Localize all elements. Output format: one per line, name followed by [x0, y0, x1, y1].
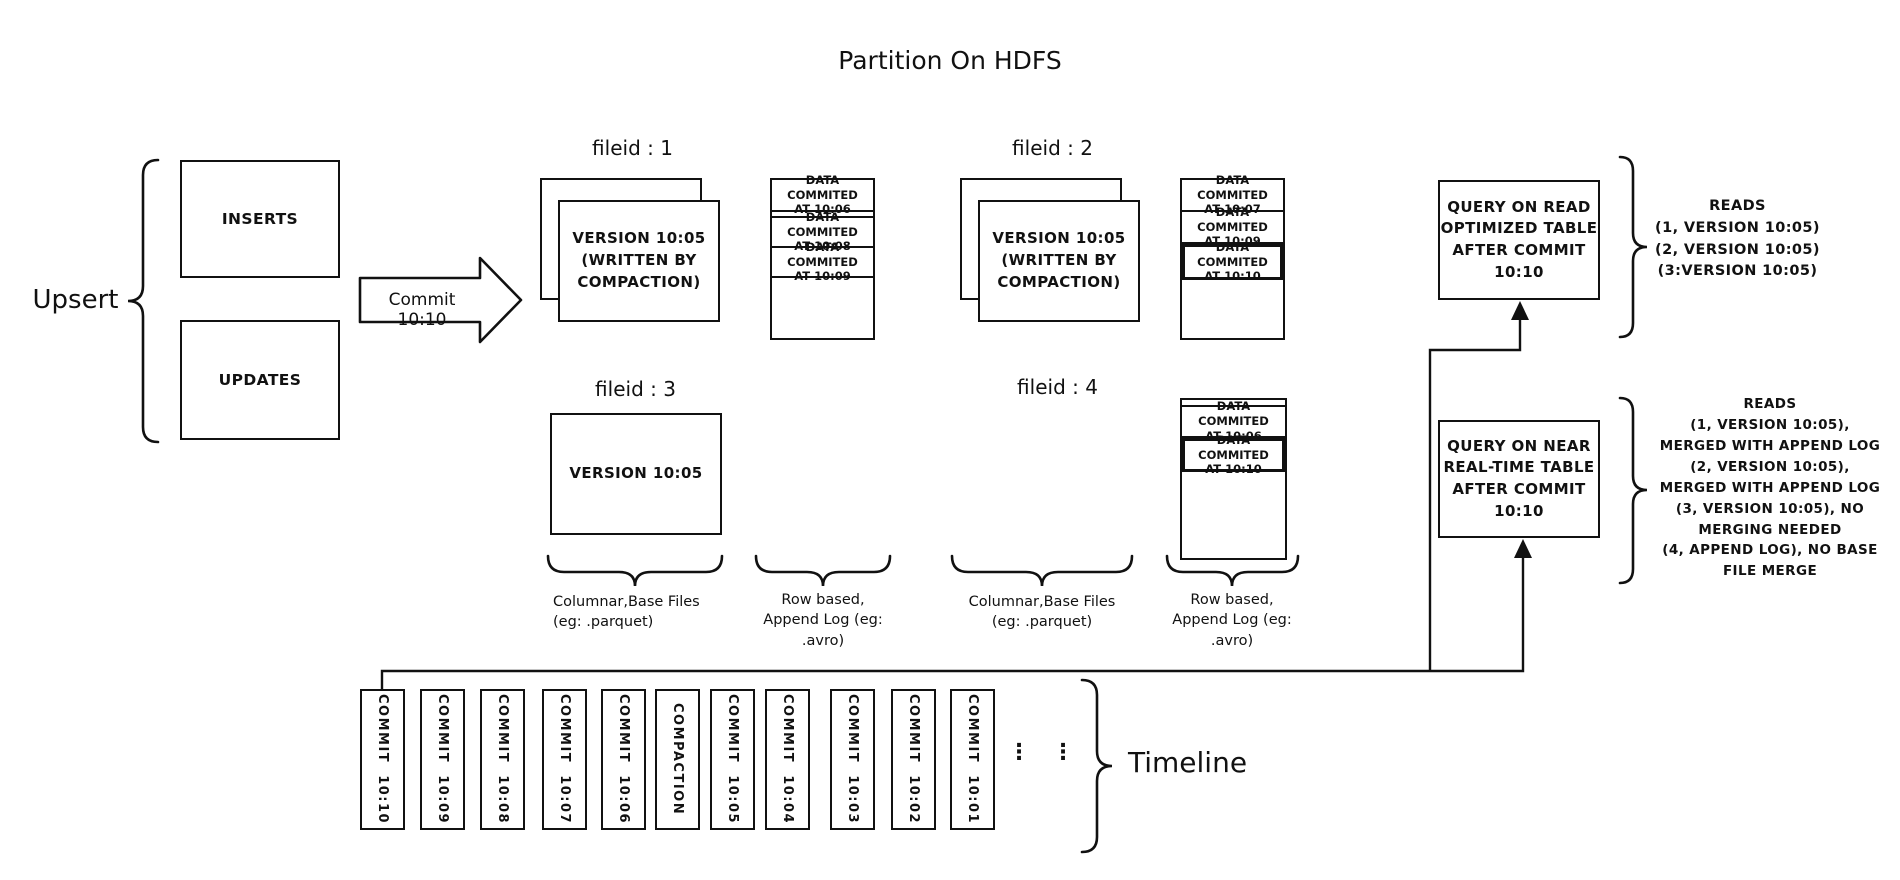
updates-box: UPDATES — [180, 320, 340, 440]
fileid-2-append-log: DATA COMMITED AT 10:07 DATA COMMITED AT … — [1180, 173, 1285, 340]
page-title: Partition On HDFS — [838, 46, 1062, 75]
fileid-2-base-file: VERSION 10:05 (WRITTEN BY COMPACTION) — [978, 200, 1140, 322]
rowbased-brace-2 — [1167, 556, 1298, 586]
arrowhead-near-realtime — [1514, 539, 1532, 558]
timeline-entry-label: COMPACTION — [670, 703, 685, 816]
log-entry-latest: DATA COMMITED AT 10:10 — [1182, 240, 1283, 283]
timeline-entry: COMMIT 10:07 — [542, 689, 587, 830]
reads-read-optimized: READS (1, VERSION 10:05) (2, VERSION 10:… — [1655, 198, 1820, 280]
timeline-ellipsis: ⋮ — [1008, 740, 1031, 765]
fileid-4-append-log: DATA COMMITED AT 10:06 DATA COMMITED AT … — [1180, 398, 1287, 560]
timeline-ellipsis: ⋮ — [1052, 740, 1075, 765]
timeline-entry: COMMIT 10:03 — [830, 689, 875, 830]
log-entry: DATA COMMITED AT 10:06 — [1182, 399, 1285, 443]
log-entry: DATA COMMITED AT 10:06 — [772, 173, 873, 216]
timeline-entry-compaction: COMPACTION — [655, 689, 700, 830]
log-entry-latest: DATA COMMITED AT 10:10 — [1182, 433, 1285, 476]
log-gap — [772, 212, 873, 218]
fileid-2-label: fileid : 2 — [1012, 136, 1093, 160]
timeline-entry-label: COMMIT 10:04 — [780, 694, 795, 825]
columnar-brace-2 — [952, 556, 1132, 586]
reads-brace-1 — [1620, 157, 1647, 337]
timeline-entry-label: COMMIT 10:03 — [845, 694, 860, 825]
fileid-1-base-file: VERSION 10:05 (WRITTEN BY COMPACTION) — [558, 200, 720, 322]
reads-near-realtime: READS (1, VERSION 10:05), MERGED WITH AP… — [1659, 396, 1881, 580]
timeline-entry: COMMIT 10:08 — [480, 689, 525, 830]
fileid-3-base-file: VERSION 10:05 — [550, 413, 722, 535]
query-near-realtime-box: QUERY ON NEAR REAL-TIME TABLE AFTER COMM… — [1438, 420, 1600, 538]
timeline-entry: COMMIT 10:02 — [891, 689, 936, 830]
commit-block-arrow — [360, 258, 521, 342]
timeline-entry: COMMIT 10:05 — [710, 689, 755, 830]
upsert-brace — [128, 160, 158, 442]
log-entry: DATA COMMITED AT 10:09 — [772, 240, 873, 283]
fileid-4-label: fileid : 4 — [1017, 375, 1098, 399]
timeline-entry: COMMIT 10:04 — [765, 689, 810, 830]
timeline-entry-label: COMMIT 10:01 — [965, 694, 980, 825]
read-optimized-connector — [1430, 316, 1520, 671]
timeline-entry-label: COMMIT 10:05 — [725, 694, 740, 825]
timeline-label: Timeline — [1128, 746, 1248, 779]
inserts-box: INSERTS — [180, 160, 340, 278]
fileid-3-label: fileid : 3 — [595, 377, 676, 401]
fileid-1-label: fileid : 1 — [592, 136, 673, 160]
commit-arrow-label: Commit 10:10 — [388, 290, 456, 330]
timeline-connector — [382, 557, 1523, 690]
timeline-entry: COMMIT 10:01 — [950, 689, 995, 830]
caption-columnar-1: Columnar,Base Files (eg: .parquet) — [553, 594, 700, 631]
caption-rowbased-2: Row based, Append Log (eg: .avro) — [1172, 592, 1292, 649]
timeline-entry-label: COMMIT 10:09 — [435, 694, 450, 825]
timeline-entry: COMMIT 10:06 — [601, 689, 646, 830]
timeline-entry-label: COMMIT 10:02 — [906, 694, 921, 825]
caption-columnar-2: Columnar,Base Files (eg: .parquet) — [968, 594, 1116, 631]
timeline-entry-label: COMMIT 10:07 — [557, 694, 572, 825]
columnar-brace-1 — [548, 556, 722, 586]
timeline-entry: COMMIT 10:10 — [360, 689, 405, 830]
timeline-entry-label: COMMIT 10:06 — [616, 694, 631, 825]
upsert-label: Upsert — [32, 285, 119, 315]
timeline-brace — [1082, 680, 1112, 852]
log-gap — [1182, 400, 1285, 407]
arrowhead-read-optimized — [1511, 301, 1529, 320]
timeline-entry-label: COMMIT 10:08 — [495, 694, 510, 825]
timeline-entry: COMMIT 10:09 — [420, 689, 465, 830]
caption-rowbased-1: Row based, Append Log (eg: .avro) — [763, 592, 883, 649]
query-read-optimized-box: QUERY ON READ OPTIMIZED TABLE AFTER COMM… — [1438, 180, 1600, 300]
reads-brace-2 — [1620, 398, 1647, 583]
timeline-entry-label: COMMIT 10:10 — [375, 694, 390, 825]
rowbased-brace-1 — [756, 556, 890, 586]
fileid-1-append-log: DATA COMMITED AT 10:06 DATA COMMITED AT … — [770, 173, 875, 340]
